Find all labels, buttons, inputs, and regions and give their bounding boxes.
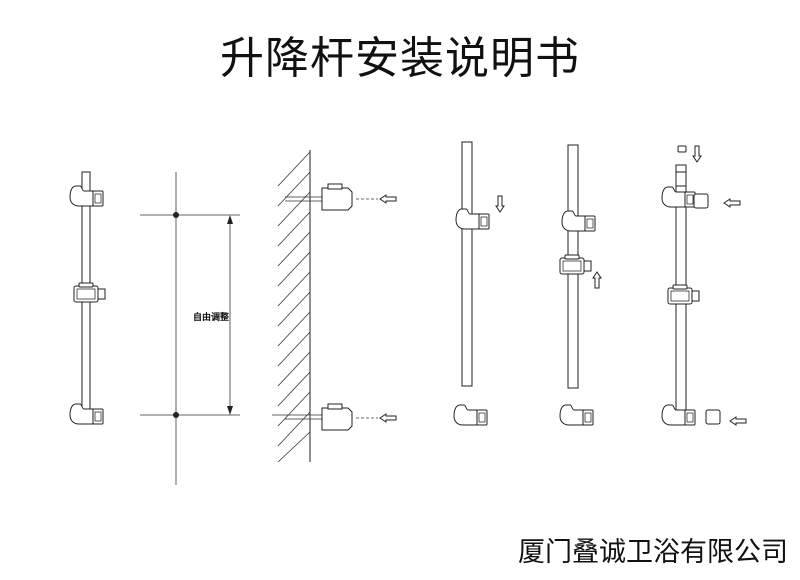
mount-point-top [173,212,179,218]
cover-arrow-top [723,198,741,208]
mount-point-bottom [173,412,179,418]
screw-cap [677,145,687,153]
cover-arrow-bottom [729,416,747,426]
slider-holder [559,254,592,275]
insert-arrow-top [379,194,397,204]
wall-mount-figure [272,150,397,463]
wall-plug-bottom [321,407,353,431]
up-arrow [592,271,602,289]
slider-insert-figure [453,141,505,426]
slider-adjust-figure [559,144,602,426]
adjustment-dimension-figure: 自由调整 [140,172,240,485]
rail-end-cap [675,171,687,187]
insert-arrow-bottom [379,413,397,423]
bracket-cover-bottom [705,409,721,425]
wall-plug-top [321,187,353,211]
cap-fitting-figure [661,145,747,426]
bracket-cover-top [693,193,709,209]
bottom-bracket [453,404,488,426]
page-title: 升降杆安装说明书 [220,33,580,84]
adjust-label: 自由调整 [193,311,229,323]
slider-holder [73,282,106,303]
cap-arrow-down [692,145,702,163]
bottom-bracket [559,404,594,426]
rail-tube [461,141,473,387]
down-arrow [495,195,505,213]
slider-holder [667,284,700,305]
company-name: 厦门叠诚卫浴有限公司 [518,537,788,568]
assembled-rail-figure [69,171,106,425]
